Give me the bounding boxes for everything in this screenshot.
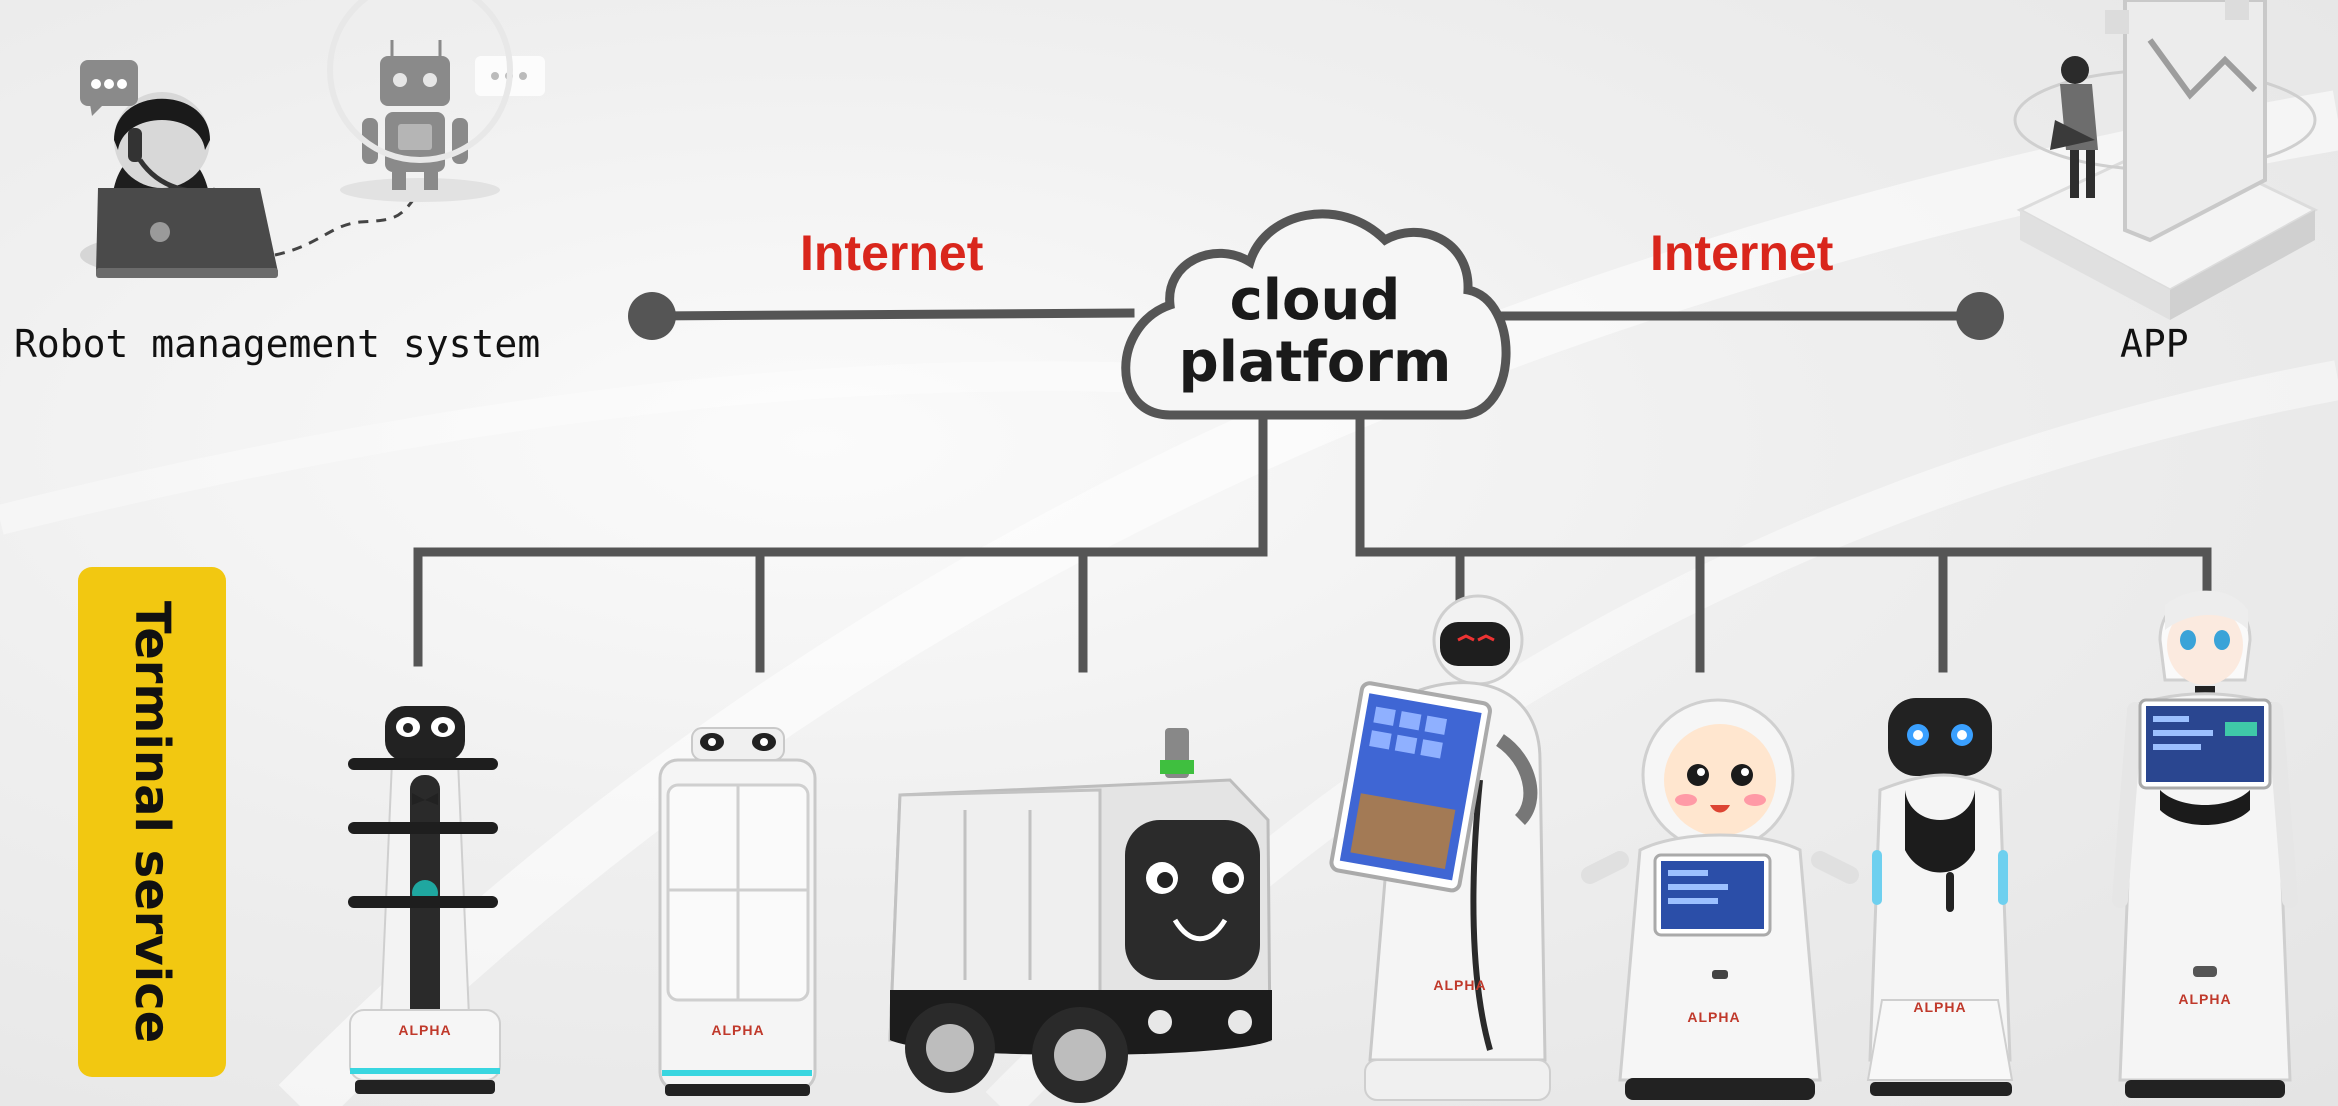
robot-guide-screen-face: ALPHA	[1866, 698, 2014, 1096]
phone-app-icon	[2013, 0, 2319, 320]
endpoint-left	[628, 292, 676, 340]
robot-snow-hood: ALPHA	[1581, 698, 1859, 1100]
internet-label-left: Internet	[800, 225, 984, 281]
bus-right	[1355, 415, 2212, 605]
robot-brand-label: ALPHA	[1433, 977, 1486, 993]
robot-brand-label: ALPHA	[398, 1022, 451, 1038]
connector-lines	[413, 308, 2212, 673]
terminal-service-badge	[78, 567, 226, 1077]
robot-anime-face: ALPHA	[2112, 590, 2298, 1098]
dashed-link	[274, 189, 422, 257]
robot-cabinet-delivery: ALPHA	[658, 727, 817, 1096]
robot-tray-delivery: ALPHA	[348, 706, 501, 1094]
cloud-icon	[1121, 209, 1511, 420]
cloud-label-line2: platform	[1178, 330, 1452, 395]
headset-operator-icon	[80, 92, 278, 278]
link-left	[647, 308, 1135, 321]
robot-brand-label: ALPHA	[711, 1022, 764, 1038]
robot-brand-label: ALPHA	[2178, 991, 2231, 1007]
internet-label-right: Internet	[1650, 225, 1834, 281]
chat-bubble-icon	[80, 60, 138, 116]
terminal-service-label: Terminal service	[124, 600, 180, 1044]
robot-chatbot-icon	[327, 0, 545, 202]
cloud-label-line1: cloud	[1229, 268, 1401, 333]
robot-delivery-vehicle	[888, 728, 1272, 1103]
endpoint-right	[1956, 292, 2004, 340]
robot-brand-label: ALPHA	[1687, 1009, 1740, 1025]
cloud-platform-label: cloud platform	[1120, 270, 1510, 394]
robot-reception-tablet: ALPHA	[1329, 594, 1551, 1101]
robot-management-system-label: Robot management system	[14, 322, 541, 366]
bg-swoosh	[278, 90, 2338, 1106]
bg-swoosh	[0, 361, 1201, 535]
bus-left	[413, 415, 1268, 667]
robot-brand-label: ALPHA	[1913, 999, 1966, 1015]
app-label: APP	[2120, 322, 2189, 366]
